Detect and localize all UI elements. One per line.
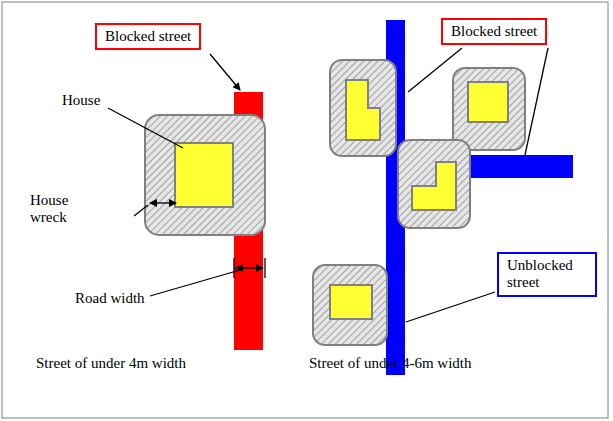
house (346, 80, 380, 140)
callout-box: Unblocked street (497, 252, 597, 297)
house-wreck (145, 115, 265, 235)
frame (2, 2, 608, 418)
leader-line (525, 48, 548, 155)
leader-line (406, 292, 495, 322)
panel-caption: Street of under 4m width (36, 355, 186, 372)
leader-line (108, 108, 183, 148)
leader-line (134, 205, 148, 216)
callout-text: Unblocked street (507, 257, 587, 292)
house-wreck (453, 68, 525, 150)
house-wreck (313, 265, 387, 345)
house (330, 285, 372, 319)
dimension-tick (233, 258, 234, 278)
callout-box: Blocked street (95, 23, 201, 50)
house (412, 162, 456, 210)
house-wreck (398, 140, 470, 228)
leader-line (150, 270, 240, 296)
leader-line (408, 48, 462, 92)
house (468, 82, 508, 122)
part-label: House wreck (30, 192, 90, 227)
dimension-tick (264, 258, 265, 278)
dimension-arrow (150, 202, 176, 203)
part-label: House (62, 92, 100, 109)
house-wreck (330, 60, 396, 156)
house (175, 143, 233, 207)
part-label: Road width (75, 290, 145, 307)
callout-box: Blocked street (441, 18, 547, 45)
callout-text: Blocked street (105, 28, 191, 45)
dimension-arrow (236, 267, 263, 268)
panel-caption: Street of under 4-6m width (309, 355, 471, 372)
leader-line (210, 54, 240, 90)
callout-text: Blocked street (451, 23, 537, 40)
